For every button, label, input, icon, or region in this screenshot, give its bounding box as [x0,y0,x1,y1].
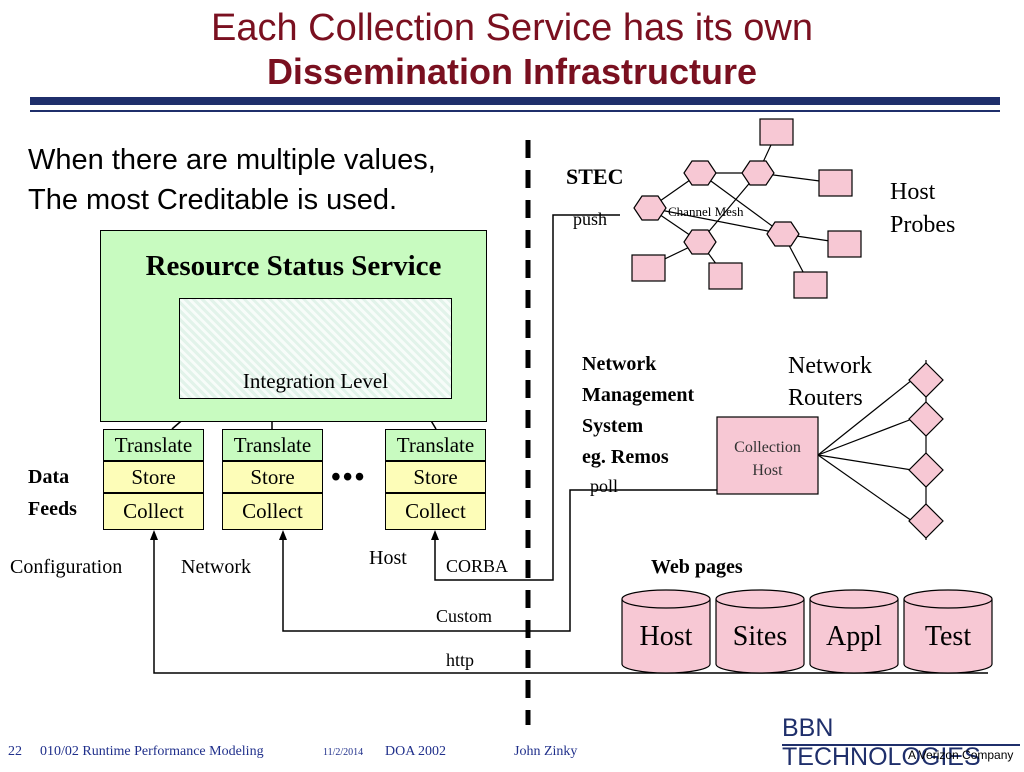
mesh-hex-node [741,160,775,186]
feed-label-configuration: Configuration [10,556,123,578]
footer-course: 010/02 Runtime Performance Modeling [40,744,264,759]
host-probes-label: Host Probes [890,176,955,242]
collect-cell-configuration: Collect [103,493,204,530]
translate-cell-configuration: Translate [103,429,204,461]
collection-host-line2: Host [752,462,783,479]
collection-host-line1: Collection [734,439,801,456]
db-cylinder-sites [715,599,805,674]
footer-slide-number: 22 [8,744,22,759]
collect-cell-host: Collect [385,493,486,530]
more-columns-ellipsis: ••• [331,462,367,493]
db-cylinder-test [903,599,993,674]
nms-line1: Network [582,353,657,375]
stec-label: STEC [566,164,624,189]
host-probe-square [793,271,828,299]
network-routers-line2: Routers [788,385,863,411]
host-probe-square [759,118,794,146]
router-diamond [908,362,944,398]
router-diamond [908,452,944,488]
note-line1: When there are multiple values, [28,144,436,176]
db-label-appl: Appl [826,621,882,652]
host-probe-square [818,169,853,197]
store-cell-host: Store [385,461,486,493]
translate-cell-network: Translate [222,429,323,461]
custom-arrowhead [279,530,287,540]
corba-feed-line [434,214,620,581]
bbn-logo-tagline: A Verizon Company [908,748,1014,762]
http-arrowhead [150,530,158,540]
slide-title-line1: Each Collection Service has its own [211,7,813,49]
translate-cell-host: Translate [385,429,486,461]
mesh-hex-node [683,160,717,186]
channel-mesh-label: Channel Mesh [668,204,744,219]
nms-poll-label: poll [590,476,619,496]
nms-label: Network Management System eg. Remos [582,349,694,473]
data-feeds-line1: Data [28,466,70,488]
data-feeds-line2: Feeds [28,498,77,520]
mesh-hex-node [766,221,800,247]
corba-arrowhead [431,530,439,540]
mesh-hex-node [683,229,717,255]
host-probe-square [827,230,862,258]
db-cylinder-appl [809,599,899,674]
collect-cell-network: Collect [222,493,323,530]
feed-label-host: Host [369,547,407,569]
note-text: When there are multiple values, The most… [28,140,436,220]
host-probe-square [631,254,666,282]
feed-label-custom: Custom [436,606,493,626]
stec-push-label: push [573,209,608,229]
integration-level-label: Integration Level [242,369,389,393]
host-probe-square [708,262,743,290]
bbn-logo-rule [782,744,1020,746]
network-routers-label: Network Routers [788,350,872,414]
feed-label-http: http [446,650,475,670]
title-rule-thick [30,97,1000,105]
bbn-logo-text: BBN TECHNOLOGIES [782,714,981,771]
host-probes-line2: Probes [890,212,956,238]
network-routers-line1: Network [788,353,872,379]
note-line2: The most Creditable is used. [28,184,398,216]
db-label-sites: Sites [732,621,788,652]
mesh-hex-node [633,195,667,221]
integration-level-box [179,298,452,399]
footer-author: John Zinky [514,744,578,759]
nms-line3: System [582,415,644,437]
nms-line2: Management [582,384,695,406]
db-label-host: Host [639,621,693,652]
router-diamond [908,401,944,437]
router-diamond [908,503,944,539]
store-cell-network: Store [222,461,323,493]
feed-label-network: Network [181,556,251,578]
nms-line4: eg. Remos [582,446,669,468]
feed-label-corba: CORBA [446,556,509,576]
host-probes-line1: Host [890,179,936,205]
title-rule-thin [30,110,1000,112]
collection-host-box [716,416,819,495]
resource-status-service-title: Resource Status Service [145,250,442,282]
footer-date: 11/2/2014 [323,747,364,758]
db-label-test: Test [924,621,972,652]
web-pages-label: Web pages [651,556,743,578]
http-feed-line [153,537,988,674]
data-feeds-label: Data Feeds [28,461,77,525]
footer-event: DOA 2002 [385,744,447,759]
collection-host-label: Collection Host [717,436,818,482]
db-cylinder-host [621,599,711,674]
slide-title-line2: Dissemination Infrastructure [266,51,758,92]
custom-feed-line [282,489,717,632]
store-cell-configuration: Store [103,461,204,493]
